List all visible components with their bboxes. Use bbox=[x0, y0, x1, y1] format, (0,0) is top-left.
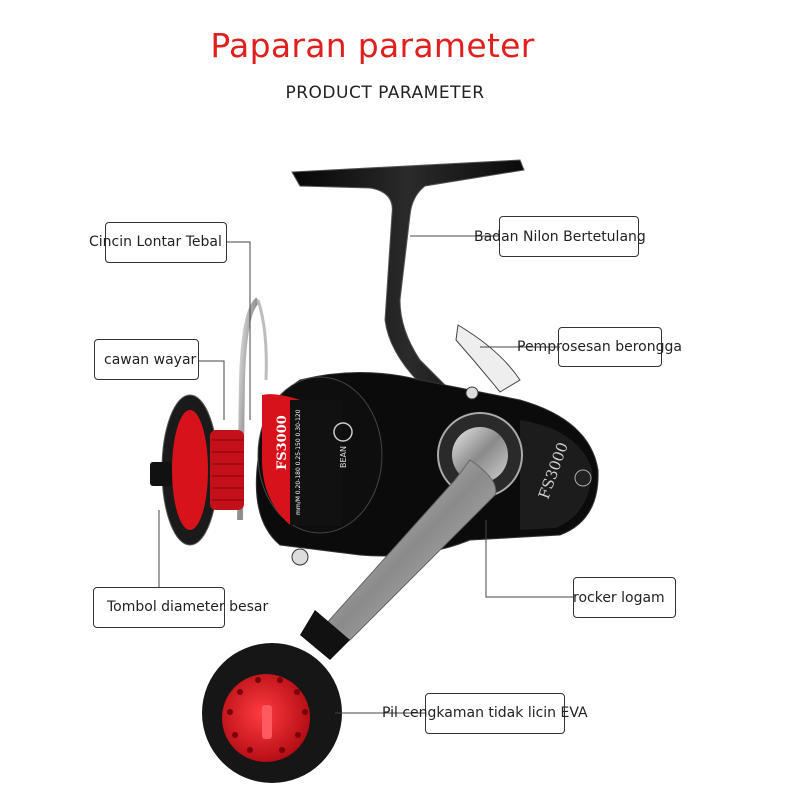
page-subtitle: PRODUCT PARAMETER bbox=[285, 83, 485, 103]
bail-wire bbox=[237, 297, 261, 521]
callout-label-grip: Pil cengkaman tidak licin EVA bbox=[382, 705, 588, 721]
callout-box-cup bbox=[94, 339, 199, 380]
callout-box-ring bbox=[105, 222, 227, 263]
callout-label-hollow: Pemprosesan berongga bbox=[517, 339, 682, 355]
callout-box-grip bbox=[425, 693, 565, 734]
callout-label-knob: Tombol diameter besar bbox=[107, 599, 269, 615]
callout-box-body bbox=[499, 216, 639, 257]
crank-arm bbox=[291, 386, 523, 660]
callout-label-rocker: rocker logam bbox=[573, 590, 665, 606]
reel-rotor: FS3000 mm/M 0.20-180 0.25-150 0.30-120 B… bbox=[257, 376, 383, 534]
callout-label-ring: Cincin Lontar Tebal bbox=[89, 234, 222, 250]
spool-cup bbox=[150, 394, 244, 546]
eva-knob bbox=[202, 643, 342, 783]
callout-box-knob bbox=[93, 587, 225, 628]
callout-box-hollow bbox=[558, 327, 662, 367]
callout-label-cup: cawan wayar bbox=[104, 352, 197, 368]
spool-spec-text: mm/M 0.20-180 0.25-150 0.30-120 bbox=[295, 409, 302, 515]
callout-label-body: Badan Nilon Bertetulang bbox=[474, 229, 646, 245]
spool-model-text: FS3000 bbox=[275, 415, 290, 470]
page-title: Paparan parameter bbox=[210, 26, 535, 65]
leader-lines bbox=[158, 235, 574, 714]
callout-box-rocker bbox=[573, 577, 676, 618]
reel-foot bbox=[291, 159, 525, 401]
brand-text: BEAN bbox=[339, 446, 348, 468]
